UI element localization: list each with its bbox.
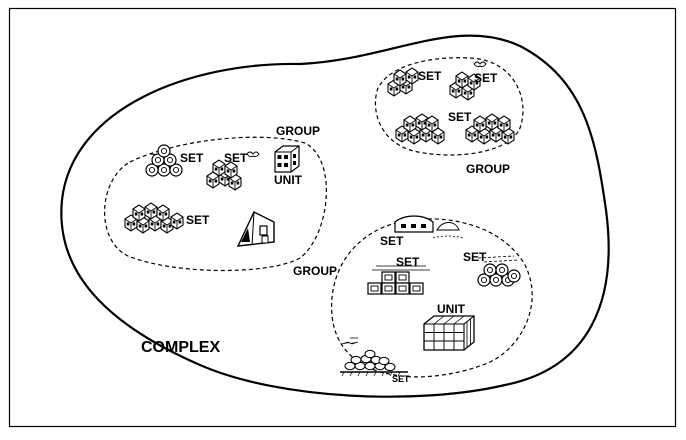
set-label: SET xyxy=(463,250,487,264)
cube-grid-unit-icon xyxy=(274,145,300,173)
unit-label: UNIT xyxy=(437,302,466,316)
group-left-boundary xyxy=(104,136,327,272)
block-cluster-icon xyxy=(395,113,445,145)
log-pile-icon xyxy=(477,255,521,287)
group-label: GROUP xyxy=(276,124,320,138)
set-label: SET xyxy=(392,374,410,384)
stone-pile-icon xyxy=(340,337,408,377)
group-bottom-right-boundary xyxy=(331,218,533,378)
stacked-crates-icon xyxy=(367,265,430,295)
aframe-building-icon xyxy=(236,211,275,247)
figure-frame xyxy=(8,7,677,428)
group-top-right-boundary xyxy=(374,57,524,156)
set-label: SET xyxy=(448,110,472,124)
set-label: SET xyxy=(380,234,404,248)
cube-grid-unit-icon xyxy=(423,315,475,351)
set-label: SET xyxy=(418,69,442,83)
set-label: SET xyxy=(224,151,248,165)
set-label: SET xyxy=(396,255,420,269)
complex-label: COMPLEX xyxy=(141,339,220,356)
block-cluster-icon xyxy=(465,113,515,145)
block-cluster-icon xyxy=(206,151,260,191)
group-label: GROUP xyxy=(293,264,337,278)
shed-icon xyxy=(394,215,464,239)
group-label: GROUP xyxy=(466,162,510,176)
set-label: SET xyxy=(180,151,204,165)
complex-boundary xyxy=(60,34,610,398)
block-cluster-icon xyxy=(124,202,184,234)
log-pile-icon xyxy=(145,144,183,177)
set-label: SET xyxy=(186,213,210,227)
set-label: SET xyxy=(474,71,498,85)
block-cluster-icon xyxy=(449,61,487,101)
unit-label: UNIT xyxy=(274,173,303,187)
